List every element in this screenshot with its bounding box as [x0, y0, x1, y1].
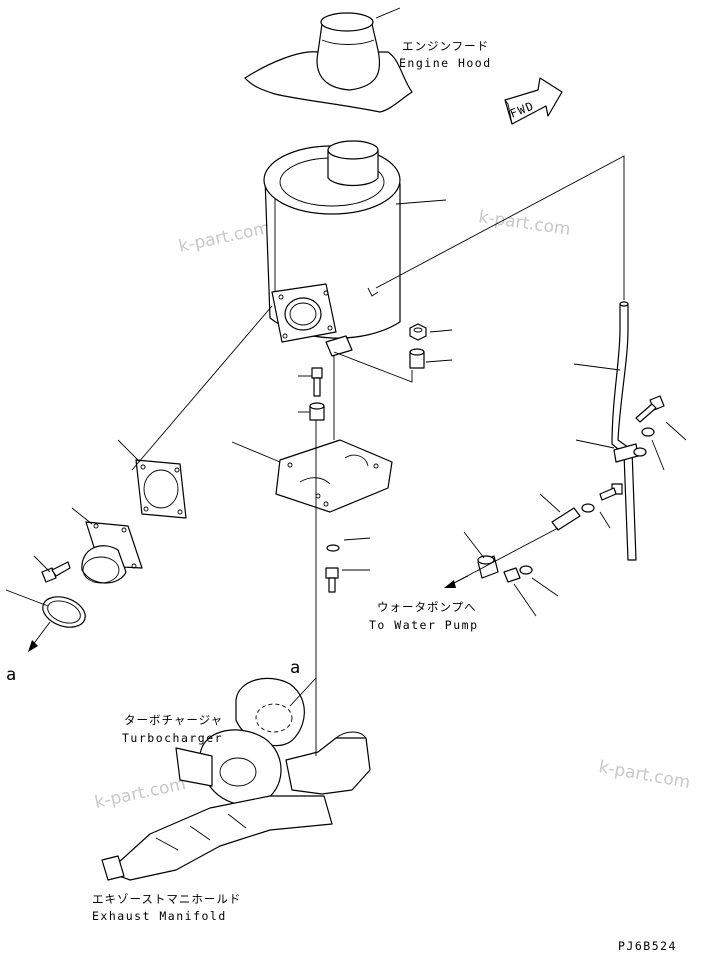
bolt-collar-upper [309, 367, 325, 421]
ref-a-turbo-label: a [290, 658, 300, 678]
exhaust-manifold-en-label: Exhaust Manifold [92, 909, 227, 923]
washer-bolt-lower [325, 544, 340, 593]
leader-lines [5, 7, 687, 756]
mounting-bracket [275, 439, 393, 513]
bolts-washers-right [477, 395, 665, 583]
fwd-arrow: FWD [504, 77, 563, 125]
engine-hood-part [244, 12, 413, 113]
air-cleaner-body [263, 140, 401, 357]
labels: エンジンフード Engine Hood ウォータポンプへ To Water Pu… [6, 39, 677, 953]
exhaust-manifold-part [101, 795, 333, 881]
watermark-3: k-part.com [93, 774, 188, 813]
exhaust-manifold-jp-label: エキゾーストマニホールド [92, 892, 241, 906]
exhaust-pipe [611, 301, 639, 561]
watermark-2: k-part.com [477, 207, 571, 240]
nut-and-spacer [409, 323, 427, 369]
turbocharger-en-label: Turbocharger [122, 731, 223, 745]
watermark-1: k-part.com [177, 218, 272, 257]
ref-a-left-label: a [6, 665, 16, 685]
elbow-flange [81, 521, 143, 584]
gasket [135, 459, 187, 519]
turbocharger-jp-label: ターボチャージャ [124, 713, 223, 727]
drawing-code-label: PJ6B524 [618, 939, 677, 953]
bolt-and-ring-left [41, 561, 86, 628]
engine-hood-jp-label: エンジンフード [402, 39, 489, 53]
watermark-4: k-part.com [597, 757, 692, 793]
engine-hood-en-label: Engine Hood [399, 56, 492, 70]
to-water-pump-jp-label: ウォータポンプへ [377, 600, 477, 614]
turbocharger-part [175, 677, 371, 806]
to-water-pump-en-label: To Water Pump [369, 618, 479, 632]
